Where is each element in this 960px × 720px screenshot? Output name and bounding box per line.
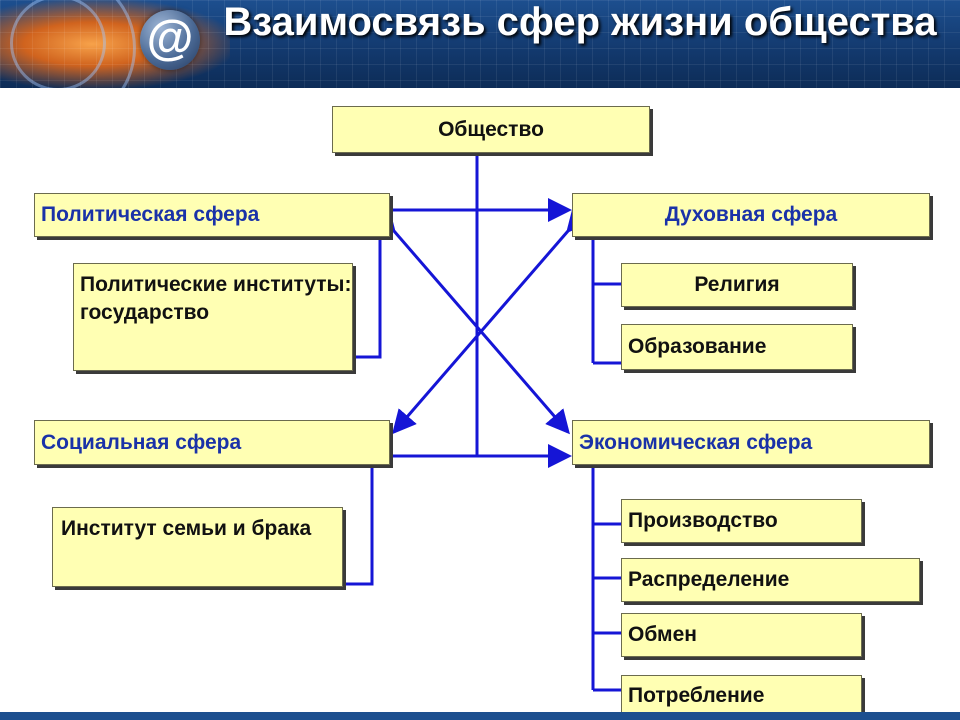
node-social-sphere: Социальная сфера [34,420,390,465]
node-society: Общество [332,106,650,153]
node-political-sphere: Политическая сфера [34,193,390,237]
connector-family [343,465,374,586]
node-spiritual-sphere: Духовная сфера [572,193,930,237]
title-banner: @ Взаимосвязь сфер жизни общества [0,0,960,88]
node-family-institution: Институт семьи и брака [52,507,343,587]
node-production: Производство [621,499,862,543]
node-political-institutions: Политические институты: государство [73,263,353,371]
node-exchange: Обмен [621,613,862,657]
arrow-spiritual-social [392,207,591,435]
node-education: Образование [621,324,853,370]
node-religion: Религия [621,263,853,307]
banner-ring [10,0,106,88]
slide-title: Взаимосвязь сфер жизни общества [223,0,937,44]
node-consumption: Потребление [621,675,862,717]
connector-political-institutions [353,238,382,359]
node-distribution: Распределение [621,558,920,602]
at-sign-icon: @ [140,10,200,70]
banner-ring [0,0,136,88]
node-economic-sphere: Экономическая сфера [572,420,930,465]
bottom-bar [0,712,960,720]
